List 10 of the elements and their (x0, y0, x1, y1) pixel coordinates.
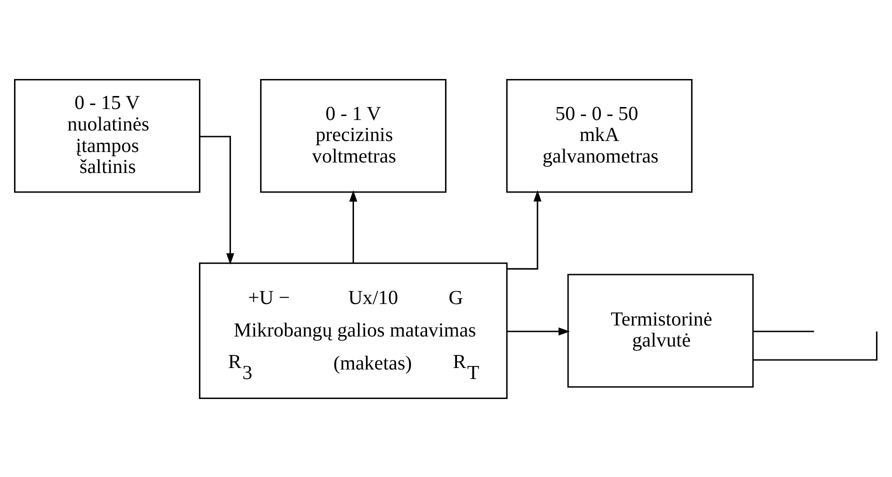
node-box: 50 - 0 - 50 mkA galvanometras (506, 78, 693, 192)
node-box: 0 - 1 V precizinis voltmetras (260, 78, 446, 192)
node-box: Termistorinė galvutė (567, 273, 754, 388)
arrow (349, 190, 358, 263)
arrow (200, 135, 234, 264)
arrow (507, 190, 542, 270)
connector (753, 330, 878, 360)
node-box: 0 - 15 V nuolatinės įtampos šaltinis (14, 78, 200, 192)
connector (753, 330, 814, 332)
arrow (507, 326, 570, 335)
